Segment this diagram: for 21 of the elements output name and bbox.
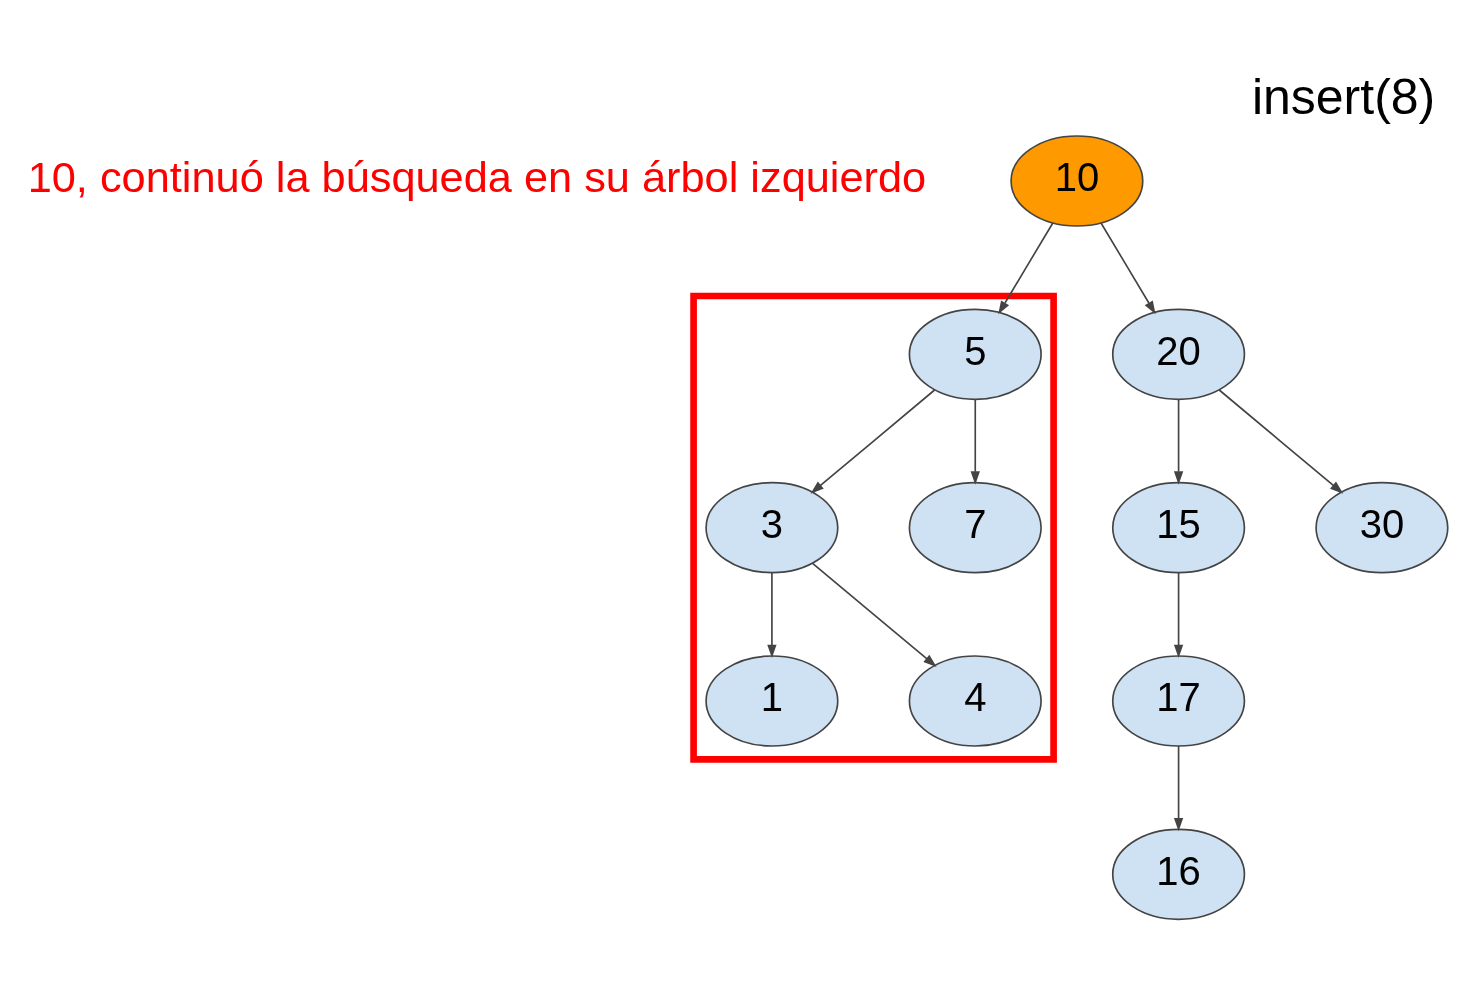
node-ellipse: 5 bbox=[908, 308, 1042, 400]
node-ellipse: 10 bbox=[1010, 134, 1144, 227]
arrow bbox=[811, 562, 937, 667]
arrow bbox=[998, 221, 1054, 314]
arrow bbox=[1100, 221, 1156, 314]
arrow bbox=[1218, 388, 1344, 494]
node-ellipse: 1 bbox=[705, 654, 839, 747]
diagram-title: insert(8) bbox=[1251, 68, 1436, 125]
node-ellipse: 16 bbox=[1111, 828, 1246, 920]
arrow bbox=[1173, 744, 1184, 831]
arrow bbox=[970, 398, 980, 485]
node-ellipse: 20 bbox=[1111, 308, 1246, 400]
arrow bbox=[767, 571, 777, 658]
node-ellipse: 15 bbox=[1111, 481, 1246, 573]
node-ellipse: 17 bbox=[1111, 654, 1246, 747]
cluster bbox=[690, 292, 1057, 763]
label: 10, continuó la búsqueda en su árbol izquierdo bbox=[27, 152, 927, 200]
arrow bbox=[1173, 398, 1184, 485]
arrow bbox=[1173, 571, 1184, 658]
arrow bbox=[810, 388, 936, 494]
node-ellipse: 7 bbox=[908, 481, 1042, 573]
